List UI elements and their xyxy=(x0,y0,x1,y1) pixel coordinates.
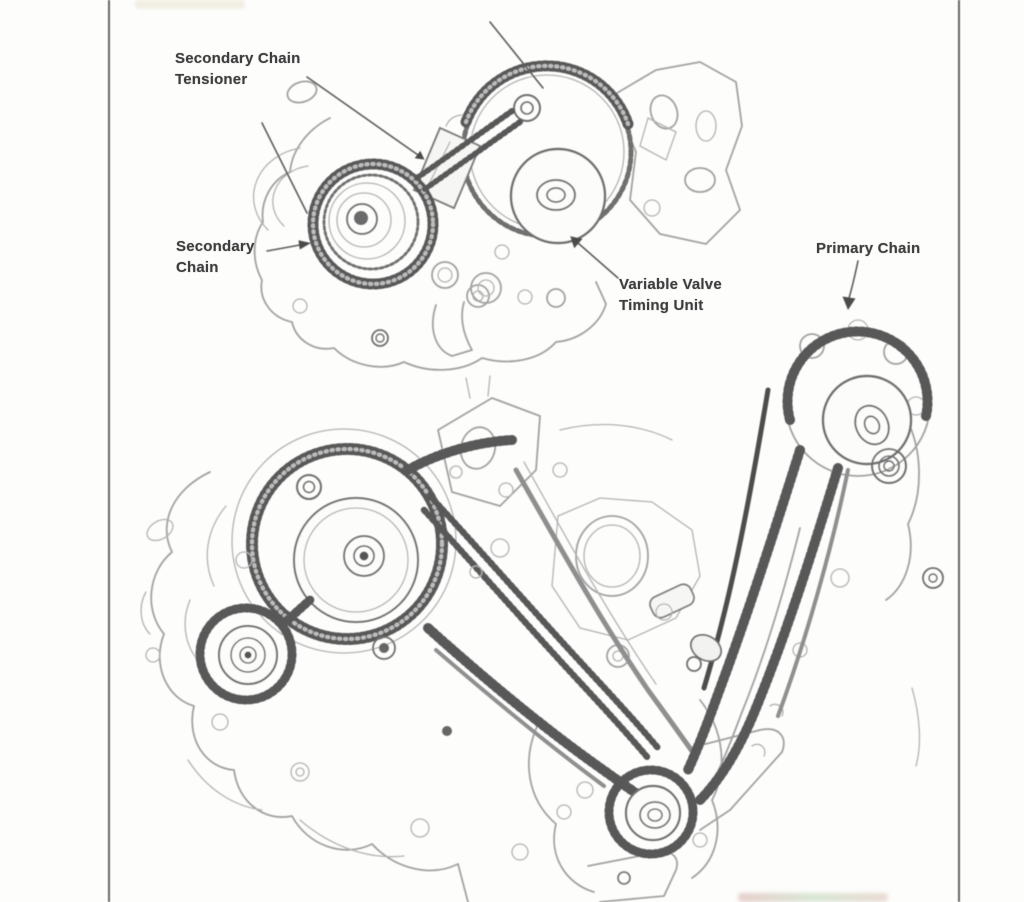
upper-assembly-case xyxy=(252,61,743,371)
label-line: Tensioner xyxy=(175,71,248,88)
right-cam-sprocket-assembly xyxy=(782,319,933,484)
left-cam-sprocket xyxy=(231,428,457,654)
label-line: Chain xyxy=(176,259,219,276)
upper-leader-lines xyxy=(261,21,619,279)
label-primary-chain: Primary Chain xyxy=(816,238,920,259)
label-variable-valve-timing-unit: Variable Valve Timing Unit xyxy=(619,274,722,316)
page-left-border xyxy=(108,0,110,902)
secondary-chain-loop xyxy=(307,60,634,290)
label-secondary-chain: Secondary Chain xyxy=(176,236,255,278)
page-right-border xyxy=(958,0,960,902)
primary-chain-runs xyxy=(403,435,697,805)
label-line: Variable Valve xyxy=(619,276,722,293)
label-line: Secondary xyxy=(176,238,255,255)
bottom-watermark xyxy=(738,893,888,902)
crank-sprocket xyxy=(576,765,708,859)
label-line: Primary Chain xyxy=(816,240,921,257)
secondary-cam-sprocket xyxy=(322,173,420,271)
primary-chain-right-runs xyxy=(649,387,850,805)
lower-scattered-bolts xyxy=(211,462,572,861)
primary-chain-leader xyxy=(842,260,859,310)
left-idler-sprocket xyxy=(195,595,315,705)
label-line: Timing Unit xyxy=(619,297,704,314)
top-left-smudge xyxy=(135,0,245,9)
label-line: Secondary Chain xyxy=(175,50,301,67)
label-secondary-chain-tensioner: Secondary Chain Tensioner xyxy=(175,48,301,90)
